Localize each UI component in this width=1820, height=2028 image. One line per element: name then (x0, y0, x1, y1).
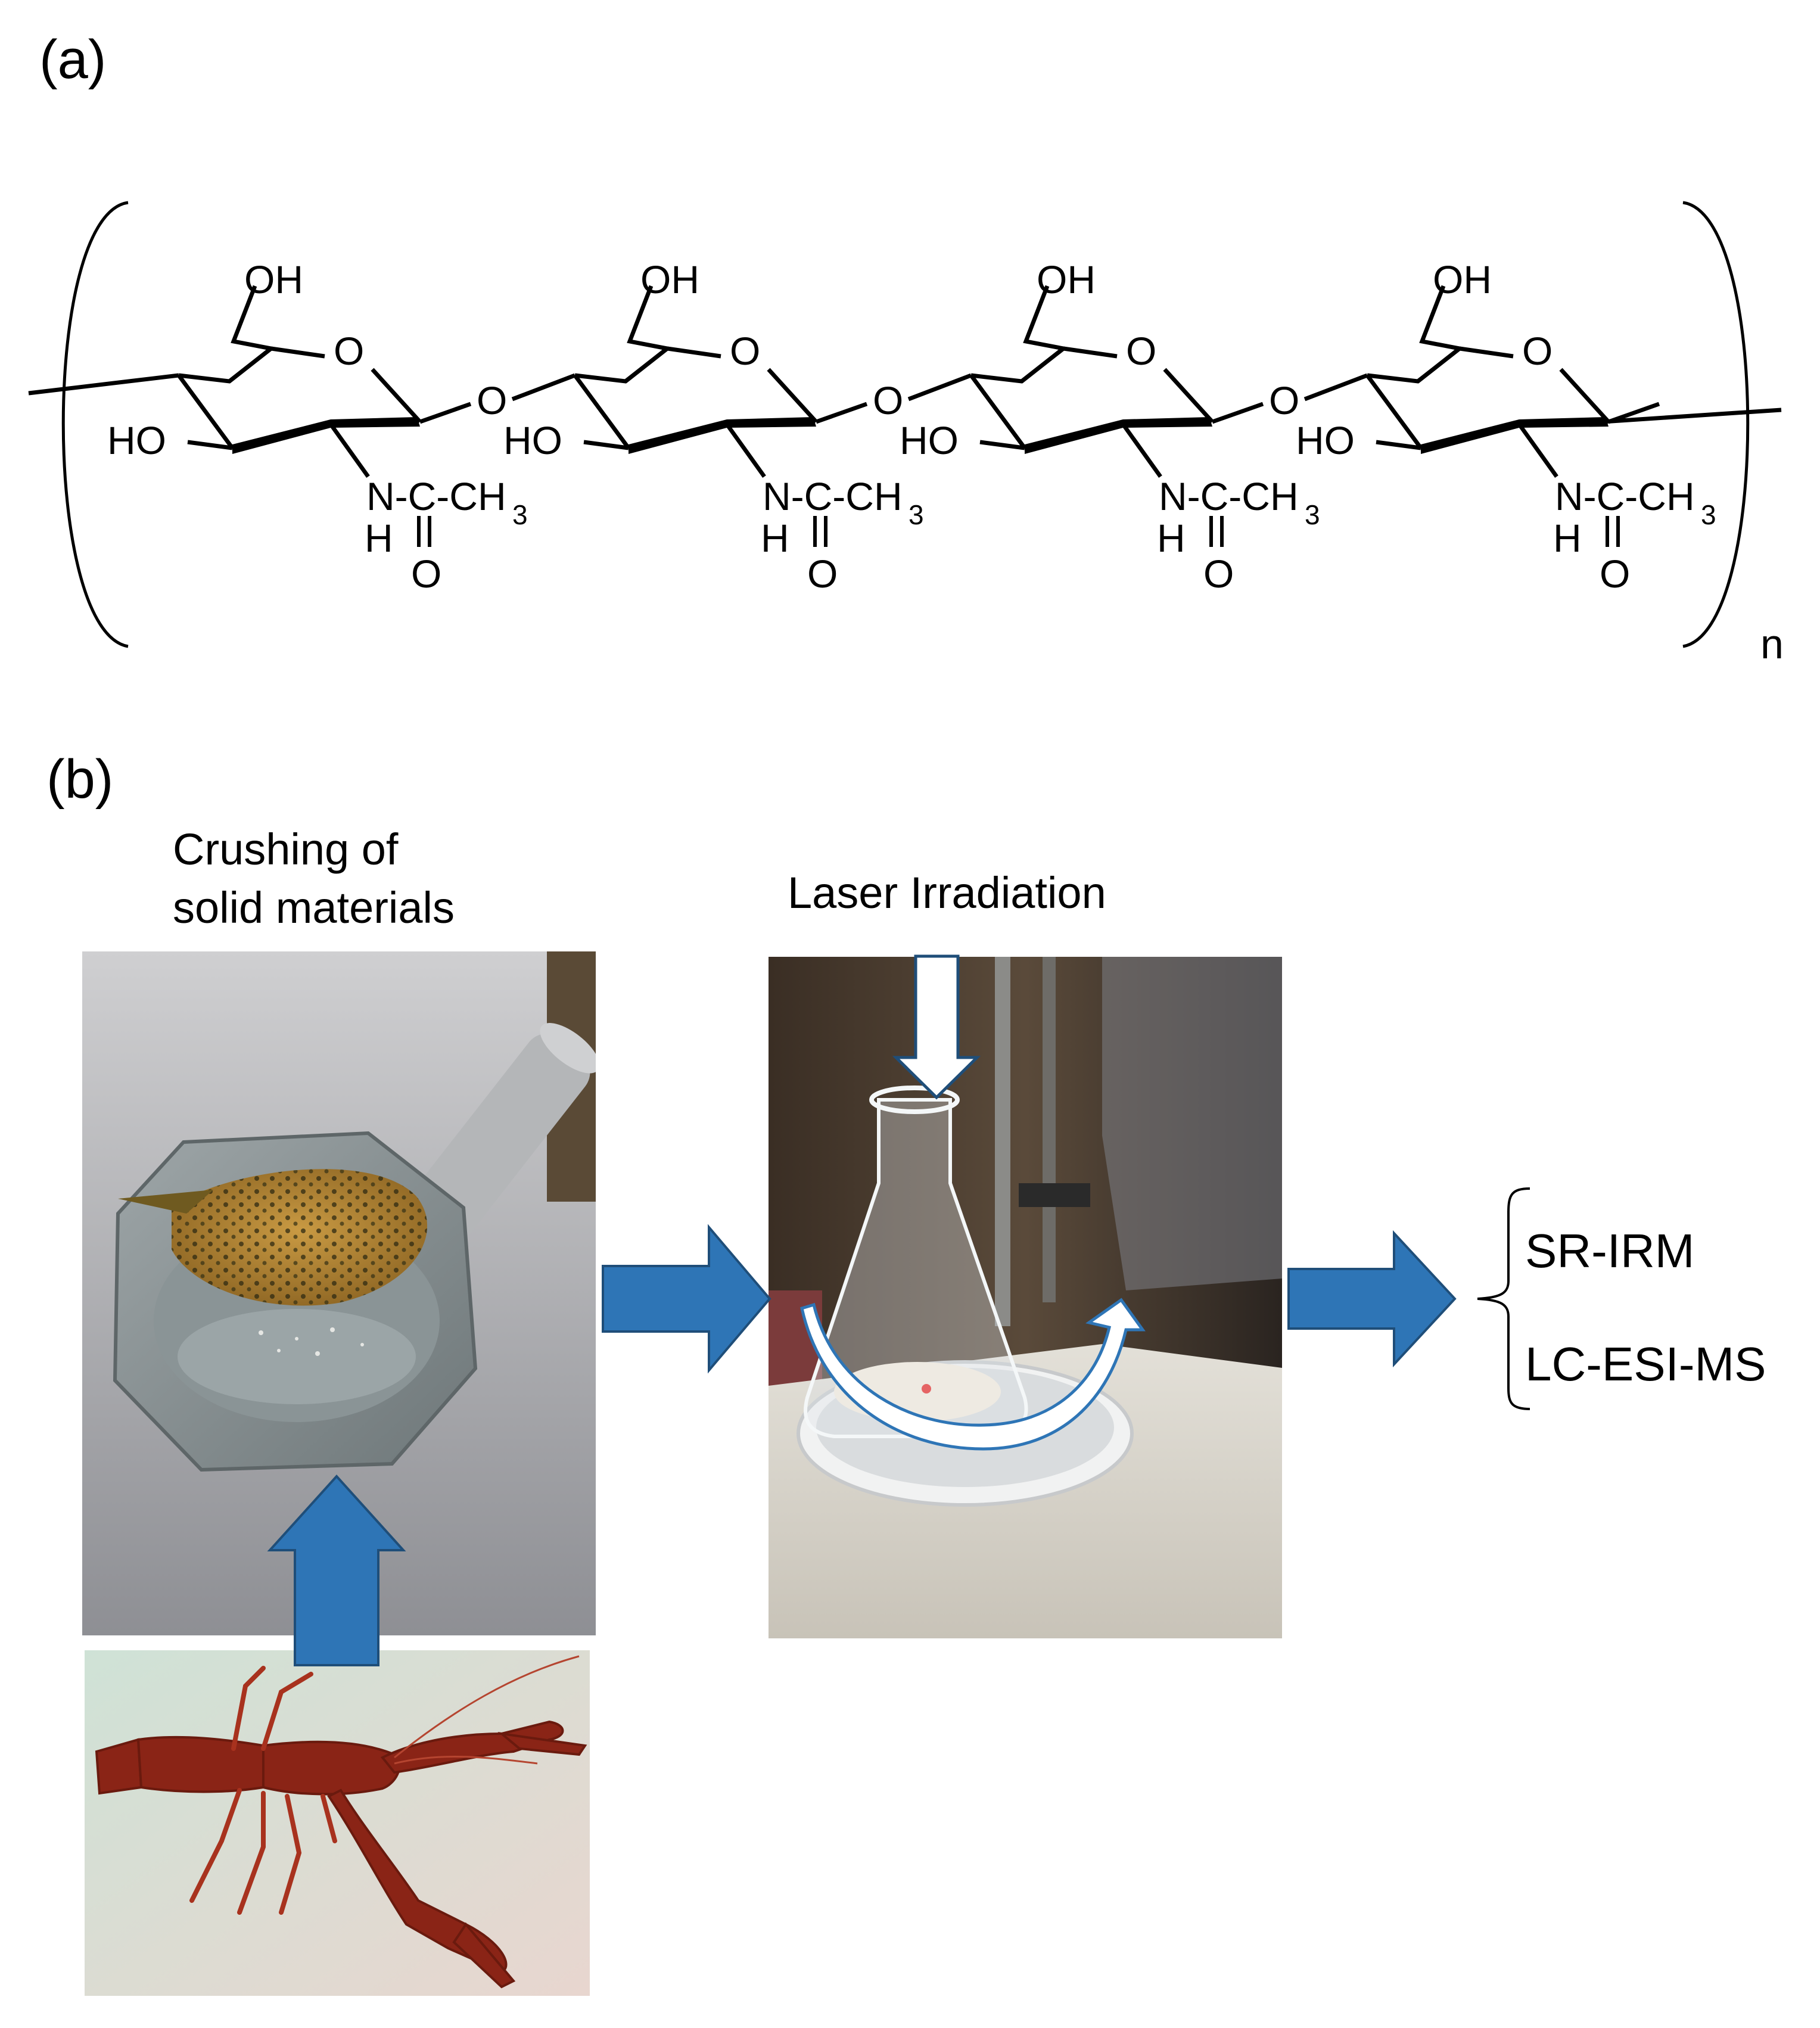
ring-o-label: O (1126, 329, 1156, 373)
ho-label: HO (900, 418, 959, 462)
amide-h-label: H (1157, 516, 1186, 560)
amide-h-label: H (1553, 516, 1582, 560)
methyl-subscript: 3 (1305, 499, 1320, 530)
ring-o-label: O (1522, 329, 1553, 373)
oh-label: OH (244, 257, 303, 301)
methyl-subscript: 3 (909, 499, 924, 530)
output-brace (1477, 1187, 1530, 1410)
step1-caption-line1: Crushing of (173, 825, 399, 874)
ring-o-label: O (334, 329, 364, 373)
ho-label: HO (503, 418, 562, 462)
arrow-up (267, 1475, 406, 1666)
step2-caption: Laser Irradiation (788, 868, 1106, 917)
carbonyl-o-label: O (1600, 552, 1630, 596)
glycosidic-o-label: O (1269, 378, 1299, 422)
glycosidic-o-label: O (477, 378, 507, 422)
amide-label: N-C-CH (1555, 474, 1695, 518)
amide-label: N-C-CH (763, 474, 903, 518)
left-bracket (61, 201, 129, 648)
ho-label: HO (1296, 418, 1355, 462)
oh-label: OH (1037, 257, 1096, 301)
carbonyl-o-label: O (807, 552, 838, 596)
amide-h-label: H (365, 516, 393, 560)
output-sr-irm: SR-IRM (1525, 1224, 1695, 1277)
glycosidic-o-label: O (873, 378, 903, 422)
amide-label: N-C-CH (1159, 474, 1299, 518)
arrow-right-1 (602, 1224, 771, 1374)
methyl-subscript: 3 (1701, 499, 1716, 530)
output-lc-esi-ms: LC-ESI-MS (1525, 1338, 1766, 1391)
crayfish-photo (85, 1650, 590, 1996)
right-bracket (1682, 201, 1750, 648)
laser-arrow (892, 954, 981, 1100)
amide-h-label: H (761, 516, 789, 560)
amide-label: N-C-CH (366, 474, 506, 518)
chitin-structure-diagram: OH O HO O N-C-CH 3 H O OH O HO O N-C-CH … (28, 201, 1784, 667)
carbonyl-o-label: O (1203, 552, 1234, 596)
oh-label: OH (640, 257, 699, 301)
panel-b-label: (b) (46, 749, 114, 810)
ring-o-label: O (730, 329, 760, 373)
step1-caption: Crushing of solid materials (173, 820, 455, 937)
methyl-subscript: 3 (512, 499, 528, 530)
mortar-and-pestle-photo (82, 951, 596, 1635)
carbonyl-o-label: O (411, 552, 441, 596)
stirring-curved-arrow (800, 1298, 1146, 1451)
oh-label: OH (1433, 257, 1492, 301)
arrow-right-2 (1287, 1230, 1457, 1368)
crushed-claw (118, 1169, 428, 1306)
panel-a-label: (a) (39, 29, 107, 90)
ho-label: HO (107, 418, 166, 462)
step1-caption-line2: solid materials (173, 883, 455, 932)
repeat-subscript-n: n (1760, 621, 1784, 667)
